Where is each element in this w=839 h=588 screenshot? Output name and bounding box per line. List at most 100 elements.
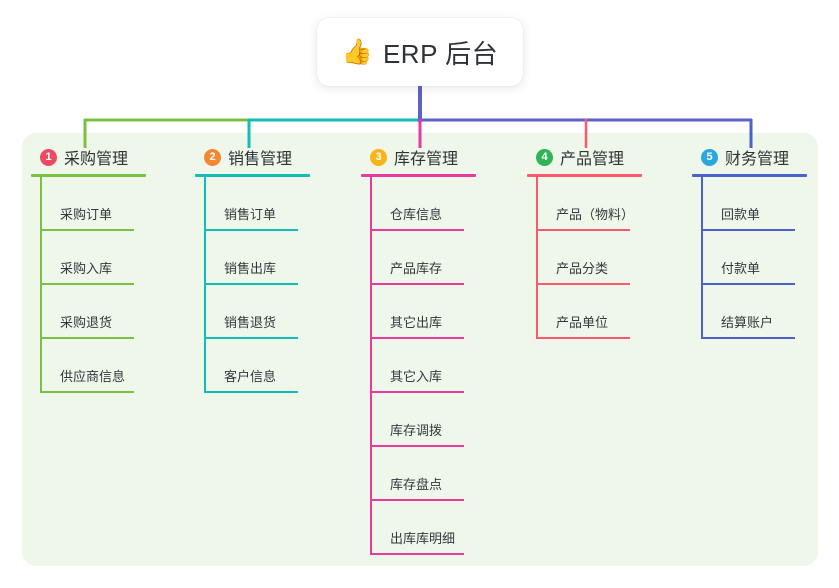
branch-item-label: 仓库信息 — [390, 207, 443, 222]
branch-item-list: 仓库信息产品库存其它出库其它入库库存调拨库存盘点出库库明细 — [361, 177, 486, 555]
branch-item[interactable]: 其它入库 — [370, 339, 486, 393]
branch-item[interactable]: 采购订单 — [40, 177, 156, 231]
branch-item-list: 采购订单采购入库采购退货供应商信息 — [31, 177, 156, 393]
branch-item-label: 其它出库 — [390, 315, 443, 330]
branch-item-label: 采购订单 — [60, 207, 113, 222]
branch-item-underline — [204, 391, 298, 393]
branch-column-1: 1 采购管理采购订单采购入库采购退货供应商信息 — [31, 145, 156, 393]
branch-item-underline — [370, 391, 464, 393]
branch-header-1[interactable]: 1 采购管理 — [31, 145, 156, 169]
branch-item-label: 产品分类 — [556, 261, 609, 276]
branch-item[interactable]: 结算账户 — [701, 285, 817, 339]
branch-title: 产品管理 — [560, 151, 625, 168]
branch-item-label: 库存调拨 — [390, 423, 443, 438]
branch-item-underline — [370, 229, 464, 231]
branch-item-label: 采购入库 — [60, 261, 113, 276]
root-node[interactable]: 👍 ERP 后台 — [317, 18, 523, 86]
branch-item[interactable]: 销售订单 — [204, 177, 320, 231]
branch-item-label: 回款单 — [721, 207, 761, 222]
branch-title: 财务管理 — [725, 151, 790, 168]
branch-item-underline — [204, 283, 298, 285]
branch-number-badge: 1 — [40, 148, 57, 166]
branch-item-underline — [370, 499, 464, 501]
branch-item-label: 销售退货 — [224, 315, 277, 330]
branch-item-label: 结算账户 — [721, 315, 774, 330]
branch-item-list: 回款单付款单结算账户 — [692, 177, 817, 339]
branch-item-underline — [701, 337, 795, 339]
branch-item[interactable]: 仓库信息 — [370, 177, 486, 231]
branch-title: 采购管理 — [64, 151, 129, 168]
branch-item-label: 产品（物料） — [556, 207, 635, 222]
root-node-title: ERP 后台 — [382, 38, 499, 69]
branch-item-list: 销售订单销售出库销售退货客户信息 — [195, 177, 320, 393]
branch-spine — [701, 177, 703, 339]
branch-item-label: 供应商信息 — [60, 369, 126, 384]
branch-header-5[interactable]: 5 财务管理 — [692, 145, 817, 169]
branch-item[interactable]: 回款单 — [701, 177, 817, 231]
branch-item[interactable]: 客户信息 — [204, 339, 320, 393]
branch-item-underline — [370, 553, 464, 555]
branch-item-label: 产品库存 — [390, 261, 443, 276]
branch-item[interactable]: 产品库存 — [370, 231, 486, 285]
branch-item-underline — [40, 283, 134, 285]
branch-item[interactable]: 产品（物料） — [536, 177, 652, 231]
branch-item[interactable]: 出库库明细 — [370, 501, 486, 555]
branch-item-underline — [536, 283, 630, 285]
branch-item[interactable]: 采购入库 — [40, 231, 156, 285]
branch-item-label: 销售出库 — [224, 261, 277, 276]
branch-item-label: 销售订单 — [224, 207, 277, 222]
branch-spine — [536, 177, 538, 339]
branch-item-underline — [40, 391, 134, 393]
branch-header-2[interactable]: 2 销售管理 — [195, 145, 320, 169]
branch-item-label: 库存盘点 — [390, 477, 443, 492]
branch-item[interactable]: 销售退货 — [204, 285, 320, 339]
branch-item-label: 产品单位 — [556, 315, 609, 330]
branch-column-3: 3 库存管理仓库信息产品库存其它出库其它入库库存调拨库存盘点出库库明细 — [361, 145, 486, 555]
branch-spine — [370, 177, 372, 555]
branch-title: 销售管理 — [228, 151, 293, 168]
branch-item[interactable]: 销售出库 — [204, 231, 320, 285]
branch-column-5: 5 财务管理回款单付款单结算账户 — [692, 145, 817, 339]
branch-item[interactable]: 产品单位 — [536, 285, 652, 339]
branch-item[interactable]: 供应商信息 — [40, 339, 156, 393]
branch-item-underline — [701, 229, 795, 231]
branch-item-label: 客户信息 — [224, 369, 277, 384]
branch-item[interactable]: 付款单 — [701, 231, 817, 285]
branch-item-underline — [536, 229, 630, 231]
branch-item-underline — [40, 337, 134, 339]
branch-item-underline — [370, 283, 464, 285]
branch-item[interactable]: 库存调拨 — [370, 393, 486, 447]
branch-item[interactable]: 库存盘点 — [370, 447, 486, 501]
branch-item[interactable]: 产品分类 — [536, 231, 652, 285]
branch-item-label: 付款单 — [721, 261, 761, 276]
branch-title: 库存管理 — [394, 151, 459, 168]
branch-underline — [31, 174, 146, 177]
branch-item-list: 产品（物料） 产品分类产品单位 — [527, 177, 652, 339]
branch-item-underline — [536, 337, 630, 339]
branch-item-underline — [370, 337, 464, 339]
branch-number-badge: 2 — [204, 148, 221, 166]
branch-underline — [692, 174, 807, 177]
branch-item-underline — [204, 229, 298, 231]
branch-number-badge: 3 — [370, 148, 387, 166]
branch-item-underline — [701, 283, 795, 285]
branch-item[interactable]: 采购退货 — [40, 285, 156, 339]
branch-spine — [40, 177, 42, 393]
branch-underline — [527, 174, 642, 177]
branches-panel — [22, 133, 818, 566]
branch-underline — [195, 174, 310, 177]
branch-item-underline — [204, 337, 298, 339]
branch-item-label: 其它入库 — [390, 369, 443, 384]
branch-header-3[interactable]: 3 库存管理 — [361, 145, 486, 169]
branch-item-label: 采购退货 — [60, 315, 113, 330]
branch-spine — [204, 177, 206, 393]
branch-underline — [361, 174, 476, 177]
thumbs-up-icon: 👍 — [341, 37, 373, 66]
branch-number-badge: 5 — [701, 148, 718, 166]
branch-item-label: 出库库明细 — [390, 531, 456, 546]
branch-column-2: 2 销售管理销售订单销售出库销售退货客户信息 — [195, 145, 320, 393]
branch-item[interactable]: 其它出库 — [370, 285, 486, 339]
